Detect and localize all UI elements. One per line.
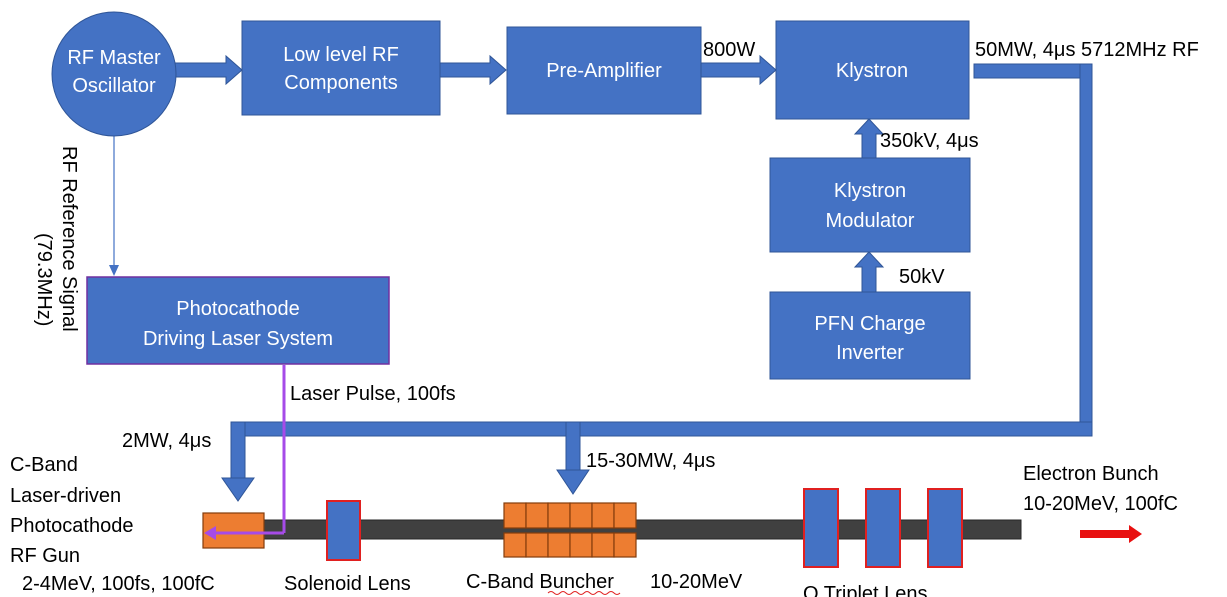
- arrow-llrf-preamp: [439, 54, 507, 86]
- laser-label-1: Photocathode: [176, 298, 299, 320]
- beam-pipe: [262, 519, 1022, 540]
- rf-waveguide: [221, 63, 1093, 502]
- pfn-label-1: PFN Charge: [814, 313, 925, 335]
- modulator-label-2: Modulator: [826, 210, 915, 232]
- buncher-energy-label: 10-20MeV: [650, 571, 743, 593]
- rf-reference-line: [109, 135, 119, 276]
- llrf-label-2: Components: [284, 72, 397, 94]
- arrow-pfn-modulator: [853, 251, 885, 293]
- rf-reference-label-1: RF Reference Signal: [58, 146, 80, 332]
- laser-label-2: Driving Laser System: [143, 328, 333, 350]
- pfn-label-2: Inverter: [836, 342, 904, 364]
- electron-bunch-label-1: Electron Bunch: [1023, 463, 1159, 485]
- photocathode-laser-block: Photocathode Driving Laser System: [86, 276, 390, 365]
- pfn-charge-inverter-block: PFN Charge Inverter: [769, 291, 971, 380]
- gun-name-label-4: RF Gun: [10, 545, 80, 567]
- buncher-label: C-Band Buncher: [466, 571, 614, 593]
- solenoid-lens: [326, 500, 361, 561]
- klystron-output-label: 50MW, 4μs 5712MHz RF: [975, 39, 1199, 61]
- oscillator-label-2: Oscillator: [72, 75, 156, 97]
- preamp-output-label: 800W: [703, 39, 755, 61]
- rf-reference-label-2: (79.3MHz): [33, 233, 55, 326]
- gun-power-label: 2MW, 4μs: [122, 430, 211, 452]
- modulator-output-label: 350kV, 4μs: [880, 130, 979, 152]
- rf-master-oscillator-block: RF Master Oscillator: [51, 11, 177, 137]
- pre-amplifier-block: Pre-Amplifier: [506, 26, 702, 115]
- electron-bunch-label-2: 10-20MeV, 100fC: [1023, 493, 1178, 515]
- q-triplet-lens: [803, 488, 963, 568]
- gun-name-label-3: Photocathode: [10, 515, 133, 537]
- gun-name-label-1: C-Band: [10, 454, 78, 476]
- oscillator-label-1: RF Master: [67, 47, 161, 69]
- klystron-block: Klystron: [775, 20, 970, 120]
- spellcheck-squiggle: [547, 591, 621, 595]
- llrf-label-1: Low level RF: [283, 44, 399, 66]
- gun-spec-label: 2-4MeV, 100fs, 100fC: [22, 573, 215, 595]
- low-level-rf-block: Low level RF Components: [241, 20, 441, 116]
- laser-beam-path: [204, 365, 286, 540]
- laser-pulse-label: Laser Pulse, 100fs: [290, 383, 456, 405]
- preamp-label: Pre-Amplifier: [546, 60, 662, 82]
- arrow-modulator-klystron: [853, 118, 885, 159]
- buncher-power-label: 15-30MW, 4μs: [586, 450, 715, 472]
- c-band-buncher: [503, 502, 637, 558]
- electron-bunch-arrow: [1080, 525, 1142, 543]
- klystron-label: Klystron: [836, 60, 908, 82]
- modulator-label-1: Klystron: [834, 180, 906, 202]
- klystron-modulator-block: Klystron Modulator: [769, 157, 971, 253]
- arrow-oscillator-llrf: [171, 54, 243, 86]
- solenoid-label: Solenoid Lens: [284, 573, 411, 595]
- arrow-preamp-klystron: [699, 54, 777, 86]
- q-triplet-label: Q Triplet Lens: [803, 583, 928, 597]
- gun-name-label-2: Laser-driven: [10, 485, 121, 507]
- pfn-output-label: 50kV: [899, 266, 945, 288]
